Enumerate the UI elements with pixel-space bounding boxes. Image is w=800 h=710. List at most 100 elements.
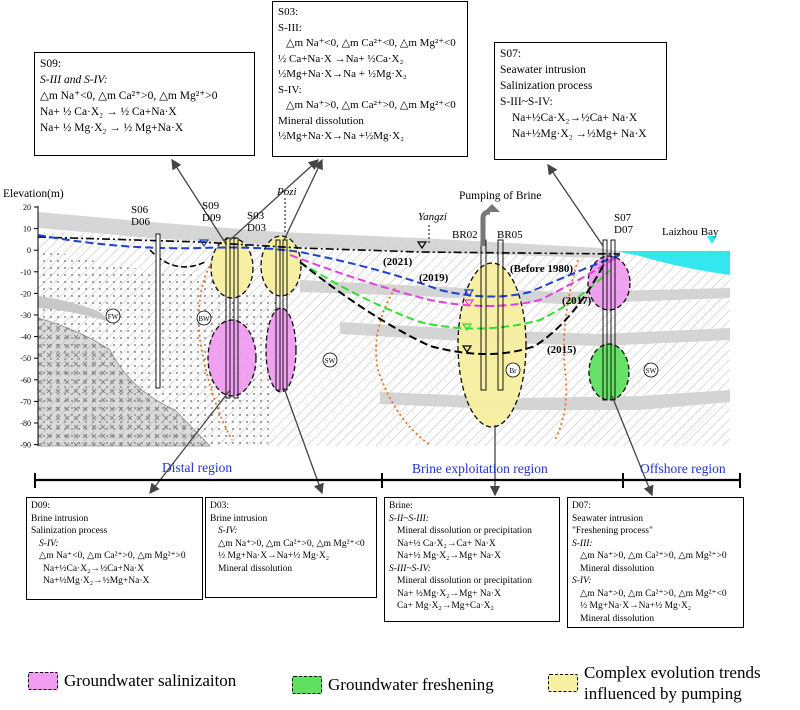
legend-complex-line-2: influenced by pumping xyxy=(584,684,742,703)
level-marker xyxy=(416,241,428,250)
level-marker xyxy=(198,239,210,248)
box-line: Mineral dissolution xyxy=(278,114,364,127)
box-line: S-II~S-III: xyxy=(389,513,429,524)
sea xyxy=(615,251,730,275)
well-s07 xyxy=(602,239,608,401)
arrow-s09 xyxy=(171,158,227,245)
arrow-s03-left xyxy=(229,159,319,241)
box-line: S-III: xyxy=(572,538,593,549)
clay-band-left xyxy=(38,296,110,322)
box-line: △m Na⁺>0, △m Ca²⁺>0, △m Mg²⁺<0 xyxy=(580,588,727,599)
box-line: S07: xyxy=(500,48,522,60)
box-line: Na+ ½Mg·X₂→Mg+ Na·X xyxy=(397,588,501,599)
region-offshore: Offshore region xyxy=(640,461,726,476)
zone-s07 xyxy=(587,255,631,311)
bw-label: BW xyxy=(198,315,210,323)
zone-s03 xyxy=(260,235,302,297)
box-line: Na+½Mg·X₂ →½Mg+ Na·X xyxy=(512,128,647,140)
box-line: S-IV: xyxy=(278,83,302,96)
place-laizhou: Laizhou Bay xyxy=(662,226,719,238)
year-2015: (2015) xyxy=(547,344,577,356)
place-pozi: Pozi xyxy=(277,186,297,198)
y-tick-label: -90 xyxy=(20,441,31,450)
well-label-d06: D06 xyxy=(131,216,150,228)
box-line: S-III: xyxy=(278,21,302,34)
legend-complex-text: Complex evolution trends influenced by p… xyxy=(584,662,761,704)
box-line: △m Na⁺<0, △m Ca²⁺<0, △m Mg²⁺<0 xyxy=(286,37,456,49)
box-line: S-IV: xyxy=(39,538,59,549)
box-s09: S09: S-III and S-IV: △m Na⁺<0, △m Ca²⁺>0… xyxy=(34,52,255,156)
level-marker xyxy=(463,299,475,308)
box-line: Na+½Ca·X₂→½Ca+Na·X xyxy=(43,563,145,574)
box-line: Na+½ Ca·X₂→Ca+ Na·X xyxy=(397,538,496,549)
well-label-d03: D03 xyxy=(247,222,266,234)
zone-d09 xyxy=(207,319,257,397)
well-s09 xyxy=(225,237,231,399)
box-line: Salinization process xyxy=(31,526,108,536)
arrow-s03 xyxy=(283,158,323,241)
region-brine: Brine exploitation region xyxy=(412,461,548,476)
arrow-d03 xyxy=(283,387,324,495)
box-line: S03: xyxy=(278,6,299,18)
box-line: ½ Mg+Na·X→Na+½ Mg·X₂ xyxy=(218,551,330,561)
arrow-s07 xyxy=(547,163,604,247)
box-line: Brine: xyxy=(389,501,413,511)
box-line: △m Na⁺>0, △m Ca²⁺>0, △m Mg²⁺<0 xyxy=(218,538,365,549)
box-d07: D07: Seawater intrusion "Freshening proc… xyxy=(567,497,744,628)
y-axis-title: Elevation(m) xyxy=(3,188,64,200)
box-line: Brine intrusion xyxy=(210,513,268,524)
boundary-orange-2 xyxy=(375,287,431,446)
box-line: Seawater intrusion xyxy=(500,64,586,76)
box-line: ½ Ca+Na·X →Na+ ½Ca·X₂ xyxy=(278,52,404,65)
clay-band-2 xyxy=(340,322,730,346)
well-label-d09: D09 xyxy=(202,212,221,224)
box-line: Na+½Mg·X₂→½Mg+Na·X xyxy=(43,576,150,586)
level-before-1980 xyxy=(37,236,621,255)
pumping-label: Pumping of Brine xyxy=(459,190,542,202)
year-before-1980: (Before 1980) xyxy=(510,263,574,275)
sw-circle-1 xyxy=(322,352,338,368)
box-line: △m Na⁺<0, △m Ca²⁺>0, △m Mg²⁺>0 xyxy=(39,551,186,561)
box-s03: S03: S-III: △m Na⁺<0, △m Ca²⁺<0, △m Mg²⁺… xyxy=(272,1,468,157)
box-line: "Freshening process" xyxy=(572,526,653,536)
box-line: Na+ ½ Mg·X₂ → ½ Mg+Na·X xyxy=(40,122,184,134)
box-line: D09: xyxy=(31,501,50,511)
boundary-orange-1 xyxy=(197,261,233,441)
legend-salinization: Groundwater salinizaiton xyxy=(28,671,236,691)
boundary-orange-3 xyxy=(554,259,579,441)
level-2019 xyxy=(289,254,616,307)
fw-circle xyxy=(105,308,121,324)
y-tick-label: -80 xyxy=(20,419,31,428)
arrow-d09 xyxy=(149,389,231,495)
level-marker xyxy=(461,345,473,354)
box-line: Mineral dissolution xyxy=(580,563,655,574)
box-d03: D03: Brine intrusion S-IV: △m Na⁺>0, △m … xyxy=(205,497,377,598)
well-s06 xyxy=(155,233,161,389)
level-marker xyxy=(463,289,475,298)
y-tick-label: -70 xyxy=(20,397,31,406)
box-line: ½Mg+Na·X→Na +½Mg·X₂ xyxy=(278,130,404,142)
box-line: △m Na⁺>0, △m Ca²⁺>0, △m Mg²⁺<0 xyxy=(286,99,456,111)
well-label-s07: S07 xyxy=(614,212,632,224)
box-line: S-III~S-IV: xyxy=(500,96,553,108)
box-line: S09: xyxy=(40,58,62,70)
legend-freshening-label: Groundwater freshening xyxy=(328,675,494,694)
arrow-d07 xyxy=(611,395,654,497)
box-line: Brine intrusion xyxy=(31,513,89,524)
well-label-d07: D07 xyxy=(614,224,633,236)
well-label-br05: BR05 xyxy=(497,229,523,241)
well-label-s09: S09 xyxy=(202,200,220,212)
box-line: Seawater intrusion xyxy=(572,513,643,524)
box-line: D07: xyxy=(572,501,591,511)
place-yangzi: Yangzi xyxy=(418,211,447,223)
box-s07: S07: Seawater intrusion Salinization pro… xyxy=(494,42,667,160)
well-d09 xyxy=(233,237,239,399)
box-line: △m Na⁺>0, △m Ca²⁺>0, △m Mg²⁺>0 xyxy=(580,551,727,561)
pumping-arrowhead xyxy=(484,204,500,212)
box-line: Salinization process xyxy=(500,80,593,92)
box-line: △m Na⁺<0, △m Ca²⁺>0, △m Mg²⁺>0 xyxy=(40,90,218,102)
surface-layer xyxy=(38,212,620,258)
legend-swatch-yellow xyxy=(548,674,578,692)
